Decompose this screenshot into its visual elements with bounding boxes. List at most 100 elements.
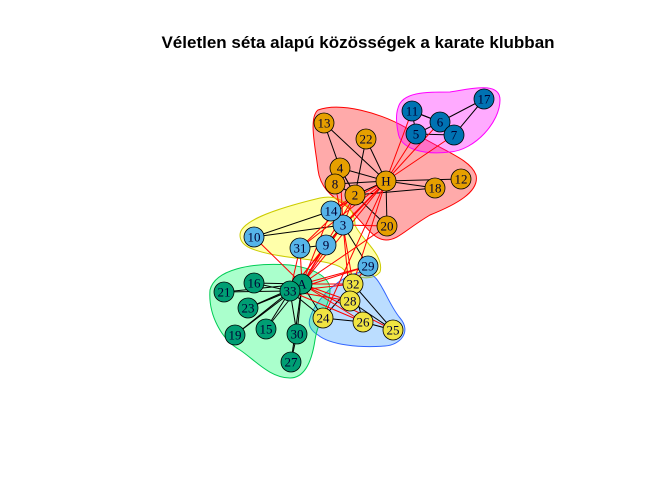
node-20: 20 — [376, 215, 398, 237]
edge-internal — [354, 187, 436, 196]
node-circle — [255, 318, 277, 340]
node-label: 23 — [242, 301, 255, 316]
node-label: 10 — [248, 230, 261, 245]
node-circle — [352, 311, 374, 333]
node-17: 17 — [473, 88, 495, 110]
node-circle — [401, 100, 423, 122]
node-5: 5 — [405, 123, 427, 145]
chart-title: Véletlen séta alapú közösségek a karate … — [161, 33, 554, 52]
node-label: 25 — [387, 323, 400, 338]
node-circle — [289, 237, 311, 259]
node-28: 28 — [339, 290, 361, 312]
node-label: 12 — [455, 172, 468, 187]
node-16: 16 — [243, 272, 265, 294]
node-12: 12 — [450, 168, 472, 190]
node-circle — [332, 214, 354, 236]
edge-between-communities — [322, 180, 387, 319]
node-23: 23 — [237, 297, 259, 319]
node-11: 11 — [401, 100, 423, 122]
edge-internal — [385, 178, 462, 182]
node-33: 33 — [279, 280, 301, 302]
node-2: 2 — [344, 184, 366, 206]
node-10: 10 — [243, 226, 265, 248]
node-label: 24 — [317, 311, 331, 326]
node-21: 21 — [213, 281, 235, 303]
edge-between-communities — [299, 194, 356, 249]
node-circle — [339, 290, 361, 312]
node-circle — [280, 351, 302, 373]
node-3: 3 — [332, 214, 354, 236]
node-label: 13 — [318, 116, 331, 131]
node-29: 29 — [357, 255, 379, 277]
node-label: 31 — [294, 241, 307, 256]
edge-internal — [323, 122, 387, 182]
node-19: 19 — [224, 324, 246, 346]
node-circle — [355, 128, 377, 150]
node-label: 2 — [352, 188, 359, 203]
node-14: 14 — [320, 200, 342, 222]
node-circle — [450, 168, 472, 190]
node-circle — [286, 323, 308, 345]
node-6: 6 — [429, 111, 451, 133]
node-7: 7 — [443, 124, 465, 146]
node-label: 19 — [229, 328, 242, 343]
node-circle — [315, 234, 337, 256]
node-circle — [320, 200, 342, 222]
node-label: 9 — [323, 238, 330, 253]
node-label: 27 — [285, 355, 299, 370]
node-label: 20 — [381, 219, 394, 234]
node-circle — [344, 184, 366, 206]
node-circle — [237, 297, 259, 319]
edge-between-communities — [289, 290, 364, 323]
node-circle — [312, 307, 334, 329]
node-label: 16 — [248, 276, 262, 291]
edge-between-communities — [385, 121, 441, 182]
node-circle — [424, 177, 446, 199]
node-9: 9 — [315, 234, 337, 256]
edge-between-communities — [301, 265, 369, 285]
node-circle — [324, 173, 346, 195]
edge-between-communities — [385, 134, 455, 182]
node-circle — [382, 319, 404, 341]
node-31: 31 — [289, 237, 311, 259]
node-32: 32 — [342, 273, 364, 295]
edge-internal — [253, 210, 332, 238]
node-label: 28 — [344, 294, 357, 309]
node-label: 17 — [478, 92, 492, 107]
node-circle — [376, 215, 398, 237]
node-label: 15 — [260, 322, 273, 337]
edge-internal — [290, 283, 303, 363]
edge-internal — [253, 224, 344, 238]
node-circle — [443, 124, 465, 146]
node-label: 14 — [325, 204, 339, 219]
edge-between-communities — [253, 236, 303, 285]
node-label: 7 — [451, 128, 458, 143]
node-label: 33 — [284, 284, 297, 299]
node-18: 18 — [424, 177, 446, 199]
node-circle — [224, 324, 246, 346]
node-label: 26 — [357, 315, 371, 330]
edge-internal — [234, 290, 291, 336]
node-label: 18 — [429, 181, 442, 196]
node-25: 25 — [382, 319, 404, 341]
node-8: 8 — [324, 173, 346, 195]
node-circle — [429, 111, 451, 133]
node-30: 30 — [286, 323, 308, 345]
node-label: 30 — [291, 327, 304, 342]
node-circle — [375, 170, 397, 192]
node-24: 24 — [312, 307, 334, 329]
node-circle — [243, 272, 265, 294]
node-22: 22 — [355, 128, 377, 150]
node-label: 3 — [340, 218, 347, 233]
node-27: 27 — [280, 351, 302, 373]
node-circle — [213, 281, 235, 303]
node-label: 29 — [362, 259, 375, 274]
node-label: 11 — [406, 104, 419, 119]
node-circle — [357, 255, 379, 277]
node-circle — [473, 88, 495, 110]
node-label: 8 — [332, 177, 339, 192]
node-13: 13 — [313, 112, 335, 134]
node-label: 32 — [347, 277, 360, 292]
